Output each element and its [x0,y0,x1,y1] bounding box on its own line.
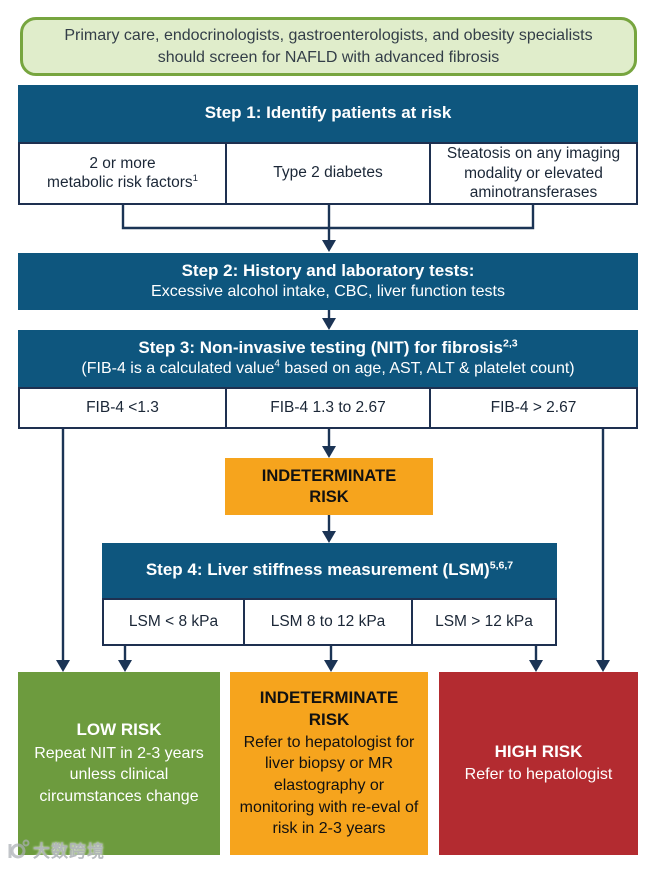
fib4-low-cell: FIB-4 <1.3 [18,387,227,429]
indeterminate-risk-line1: INDETERMINATE [261,466,397,485]
lsm-high-cell: LSM > 12 kPa [413,598,557,646]
fib4-results-row: FIB-4 <1.3 FIB-4 1.3 to 2.67 FIB-4 > 2.6… [18,387,638,429]
footnote-ref-2-3: 2,3 [502,337,518,350]
high-risk-body: Refer to hepatologist [464,766,613,784]
fib4-indeterminate-cell: FIB-4 1.3 to 2.67 [227,387,431,429]
indeterminate-risk-line2: RISK [309,487,349,506]
step1-title: Step 1: Identify patients at risk [204,103,452,123]
indeterminate-risk-title: INDETERMINATE RISK [259,688,399,729]
step2-subtitle: Excessive alcohol intake, CBC, liver fun… [151,283,505,301]
lsm-low-cell: LSM < 8 kPa [102,598,245,646]
criterion-steatosis: Steatosis on any imaging modality or ele… [431,142,638,205]
outcome-low-risk: LOW RISK Repeat NIT in 2-3 years unless … [18,672,220,855]
indeterminate-risk-interim-box: INDETERMINATE RISK [225,458,433,515]
criterion-type2-diabetes: Type 2 diabetes [227,142,431,205]
lsm-indeterminate-cell: LSM 8 to 12 kPa [245,598,413,646]
footnote-ref-4: 4 [274,358,280,370]
step3-title: Step 3: Non-invasive testing (NIT) for f… [138,337,518,358]
low-risk-body: Repeat NIT in 2-3 years unless clinical … [34,744,204,805]
step1-criteria-row: 2 or more metabolic risk factors1 Type 2… [18,142,638,205]
watermark: 大数跨境 [6,837,105,862]
watermark-text: 大数跨境 [33,842,105,861]
step2-title: Step 2: History and laboratory tests: [181,261,475,281]
outcome-indeterminate-risk: INDETERMINATE RISK Refer to hepatologist… [230,672,428,855]
fib4-high-cell: FIB-4 > 2.67 [431,387,638,429]
criterion-line2: metabolic risk factors [47,173,193,191]
step3-subtitle: (FIB-4 is a calculated value4 based on a… [81,358,575,378]
outcome-high-risk: HIGH RISK Refer to hepatologist [439,672,638,855]
step1-header: Step 1: Identify patients at risk [18,85,638,142]
footnote-ref-1: 1 [192,172,198,184]
step4-header: Step 4: Liver stiffness measurement (LSM… [102,543,557,598]
criterion-line1: 2 or more [89,154,156,172]
footnote-ref-5-6-7: 5,6,7 [489,559,514,572]
indeterminate-risk-body: Refer to hepatologist for liver biopsy o… [239,733,419,838]
low-risk-title: LOW RISK [76,720,162,740]
high-risk-title: HIGH RISK [494,742,583,762]
step3-header: Step 3: Non-invasive testing (NIT) for f… [18,330,638,387]
step4-title: Step 4: Liver stiffness measurement (LSM… [145,559,514,580]
screening-recommendation-text: Primary care, endocrinologists, gastroen… [64,26,593,66]
screening-recommendation-banner: Primary care, endocrinologists, gastroen… [20,17,637,76]
step2-header: Step 2: History and laboratory tests: Ex… [18,253,638,310]
criterion-metabolic-risk-factors: 2 or more metabolic risk factors1 [18,142,227,205]
lsm-results-row: LSM < 8 kPa LSM 8 to 12 kPa LSM > 12 kPa [102,598,557,646]
watermark-logo-icon [8,839,30,858]
